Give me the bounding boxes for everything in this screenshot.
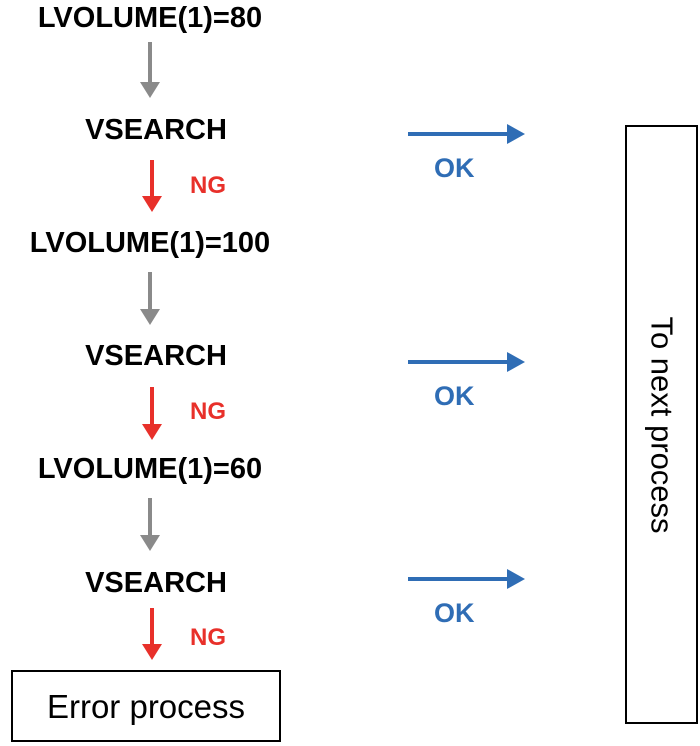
error-process-label: Error process: [46, 688, 246, 725]
error-process-box: Error process: [11, 670, 281, 742]
ng-arrow-2: [142, 387, 162, 440]
vsearch-step-3: VSEARCH: [85, 567, 227, 599]
gray-arrow-3: [140, 498, 160, 551]
volume-step-3: LVOLUME(1)=60: [37, 453, 263, 485]
ok-label-2: OK: [434, 381, 475, 411]
vsearch-step-1: VSEARCH: [85, 114, 227, 146]
ng-arrow-3: [142, 608, 162, 660]
next-process-label: To next process: [644, 315, 679, 534]
ng-label-2: NG: [190, 398, 226, 425]
gray-arrow-1: [140, 42, 160, 98]
ok-arrow-3: [408, 569, 525, 589]
ng-label-3: NG: [190, 624, 226, 651]
vsearch-step-2: VSEARCH: [85, 340, 227, 372]
ok-label-3: OK: [434, 598, 475, 628]
ng-label-1: NG: [190, 172, 226, 199]
volume-step-1: LVOLUME(1)=80: [37, 2, 263, 34]
volume-step-2: LVOLUME(1)=100: [29, 227, 271, 259]
ng-arrow-1: [142, 160, 162, 212]
ok-arrow-1: [408, 124, 525, 144]
next-process-box: To next process: [625, 125, 698, 724]
ok-label-1: OK: [434, 153, 475, 183]
ok-arrow-2: [408, 352, 525, 372]
gray-arrow-2: [140, 272, 160, 325]
